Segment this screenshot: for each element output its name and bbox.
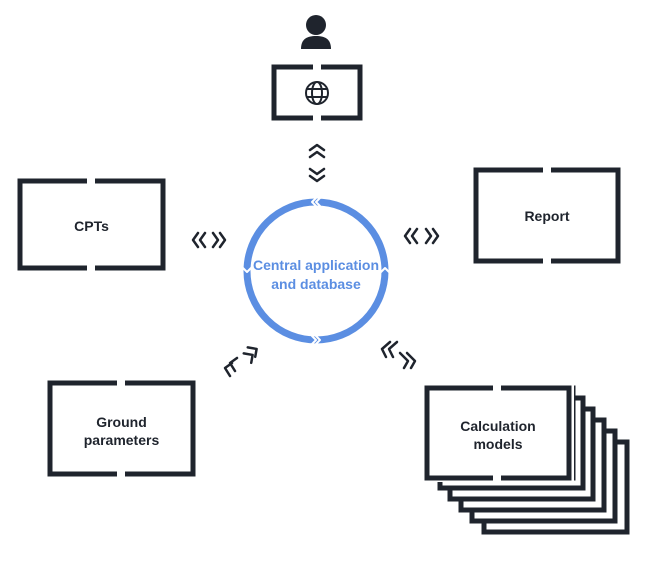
ground-label-line1: Ground [96, 414, 147, 430]
calc-label-line1: Calculation [460, 418, 536, 434]
calc-label-line2: models [473, 436, 523, 452]
connector-calc-center [380, 340, 417, 370]
report-label: Report [524, 208, 570, 224]
central-hub-label: Central application and database [241, 256, 391, 294]
cpts-box [17, 178, 166, 271]
central-hub [242, 197, 390, 345]
globe-icon [305, 81, 329, 105]
connector-cpts-center [191, 231, 227, 249]
ground-label-line2: parameters [83, 432, 160, 448]
web-browser-box [271, 64, 363, 121]
connector-report-center [403, 227, 440, 245]
connector-ground-center [223, 346, 258, 378]
ground-parameters-label: Ground parameters [50, 413, 193, 449]
calculation-models-label: Calculation models [427, 417, 569, 453]
center-label-line1: Central application [252, 257, 380, 273]
cpts-label: CPTs [74, 218, 109, 234]
center-label-line2: and database [271, 276, 361, 292]
user-icon [301, 15, 331, 49]
connector-web-center [308, 143, 326, 183]
calculation-models-front-box [424, 384, 574, 482]
ground-parameters-box [47, 380, 196, 477]
report-box [473, 167, 621, 264]
